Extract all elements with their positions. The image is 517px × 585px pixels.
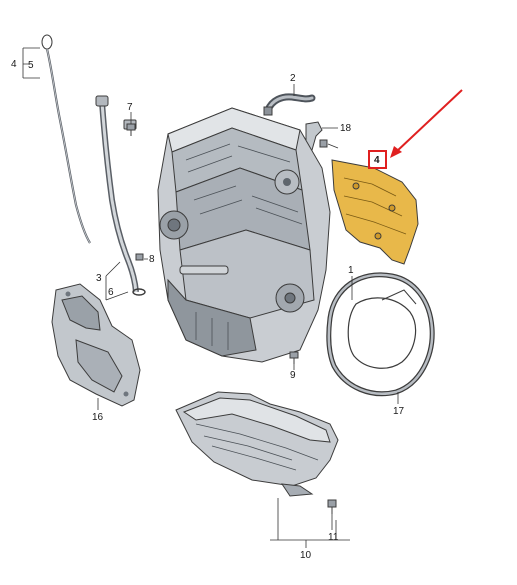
callout-6: 6 xyxy=(108,287,114,298)
callout-4-left: 4 xyxy=(11,59,17,70)
callout-1: 1 xyxy=(348,265,354,276)
callout-7: 7 xyxy=(127,102,133,113)
drain-plug-11[interactable] xyxy=(327,499,337,514)
callout-5: 5 xyxy=(28,60,34,71)
bolt-7[interactable] xyxy=(126,123,136,136)
callout-3: 3 xyxy=(96,273,102,284)
engine-block[interactable] xyxy=(157,107,331,363)
callout-16: 16 xyxy=(92,412,104,423)
highlight-callout-box xyxy=(368,150,387,169)
callout-11: 11 xyxy=(328,532,339,543)
highlighted-part-4[interactable] xyxy=(331,159,419,265)
o-ring-6[interactable] xyxy=(132,288,146,296)
callout-8: 8 xyxy=(149,254,155,265)
callout-10: 10 xyxy=(300,550,312,561)
oil-dipstick[interactable] xyxy=(41,34,91,244)
oil-pan-10[interactable] xyxy=(175,391,339,497)
gasket-17[interactable] xyxy=(326,272,435,397)
bolt-8[interactable] xyxy=(135,253,144,261)
timing-cover-16[interactable] xyxy=(51,283,141,407)
callout-18: 18 xyxy=(340,123,352,134)
leader-lines xyxy=(22,47,399,548)
callout-2: 2 xyxy=(290,73,296,84)
breather-hose[interactable] xyxy=(263,93,316,116)
callout-4-highlight: 4 xyxy=(374,155,380,166)
callout-17: 17 xyxy=(393,406,405,417)
callout-9: 9 xyxy=(290,370,296,381)
highlight-arrow xyxy=(390,89,463,158)
bolt-9[interactable] xyxy=(289,351,299,364)
